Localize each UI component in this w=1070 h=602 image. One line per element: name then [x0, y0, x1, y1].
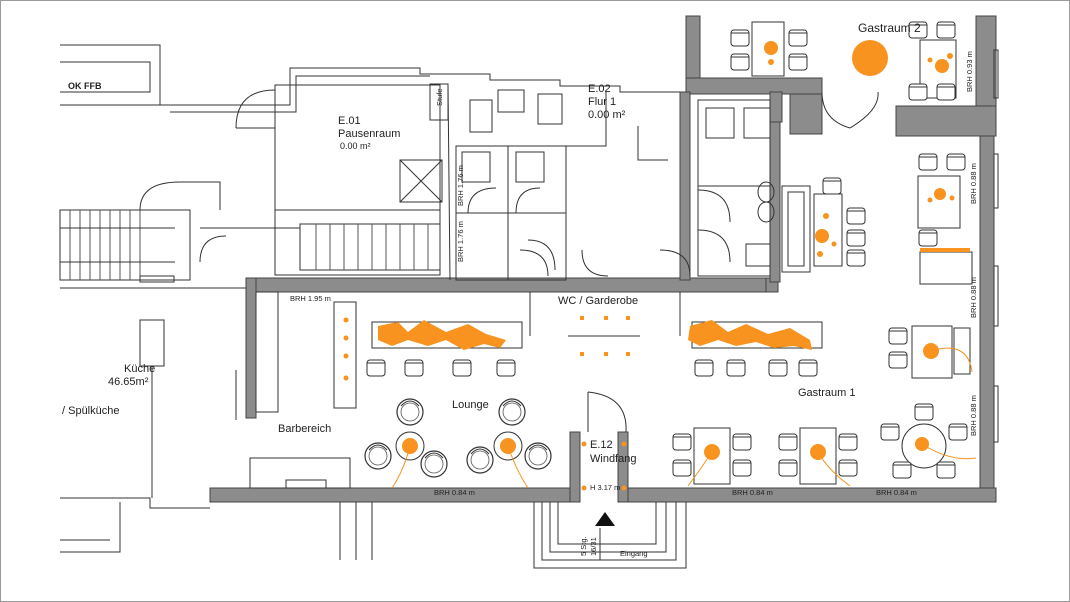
room-label-gastraum-2: Gastraum 2	[858, 21, 921, 35]
room-label-wc-garderobe: WC / Garderobe	[558, 295, 639, 307]
brh-084-label-b: BRH 0.84 m	[732, 488, 773, 497]
entrance-arrow-icon	[595, 512, 615, 526]
eingang-label: Eingang	[620, 549, 648, 558]
brh-176-label-b: BRH 1.76 m	[456, 221, 465, 262]
lighting-orange	[343, 40, 970, 491]
room-label-barbereich: Barbereich	[278, 423, 332, 435]
room-area-pausenraum: 0.00 m²	[340, 141, 371, 151]
brh-088-label-c: BRH 0.88 m	[969, 395, 978, 436]
brh-176-label-a: BRH 1.76 m	[456, 165, 465, 206]
brh-088-label-b: BRH 0.88 m	[969, 277, 978, 318]
room-label-spuelkueche: / Spülküche	[62, 405, 120, 417]
room-label-kueche: Küche	[124, 363, 156, 375]
room-area-kueche: 46.65m²	[108, 376, 149, 388]
room-label-lounge: Lounge	[452, 399, 489, 411]
brh-084-label-a: BRH 0.84 m	[434, 488, 475, 497]
room-label-gastraum-1: Gastraum 1	[798, 387, 856, 399]
brh-084-label-c: BRH 0.84 m	[876, 488, 917, 497]
room-label-flur: Flur 1	[588, 96, 617, 108]
room-id-e02: E.02	[588, 83, 611, 95]
stairs-dim-label: 16/31	[589, 537, 598, 556]
brh-093-label: BRH 0.93 m	[965, 51, 974, 92]
stufe-label: Stufe	[435, 88, 444, 106]
h-317-label: H 3.17 m	[590, 483, 621, 492]
brh-195-label: BRH 1.95 m	[290, 294, 331, 303]
walls	[209, 15, 997, 503]
room-area-flur: 0.00 m²	[588, 109, 626, 121]
brh-088-label-a: BRH 0.88 m	[969, 163, 978, 204]
room-id-e01: E.01	[338, 115, 361, 127]
ok-ffb-label: OK FFB	[68, 81, 102, 91]
room-label-pausenraum: Pausenraum	[338, 128, 401, 140]
stairs-count-label: 5 Stg.	[579, 536, 588, 556]
room-id-e12: E.12	[590, 439, 613, 451]
room-label-windfang: Windfang	[590, 453, 637, 465]
